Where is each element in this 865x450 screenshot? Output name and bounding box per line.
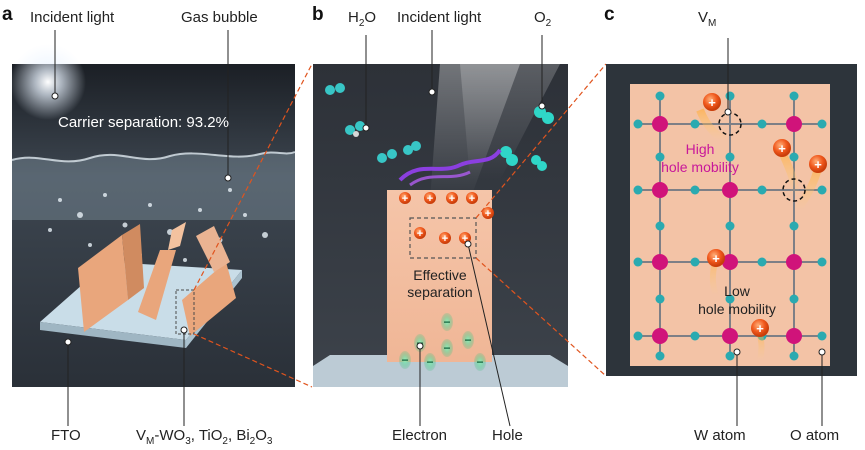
panel-label-a: a (2, 4, 13, 25)
incident-light-label-a: Incident light (30, 9, 115, 26)
effective-separation-label-1: Effective (413, 267, 467, 283)
hole-sign: + (427, 193, 433, 205)
electron-sign: − (443, 341, 450, 355)
w-atom (786, 116, 802, 132)
electron-sign: − (476, 355, 483, 369)
o2-label: O2 (534, 9, 552, 29)
low-mobility-label-1: Low (724, 283, 751, 299)
holes-c (703, 93, 827, 337)
hole-sign: + (756, 321, 764, 336)
hole-sign: + (778, 141, 786, 156)
hole-sign: + (708, 95, 716, 110)
electron-sign: − (401, 353, 408, 367)
electron-label: Electron (392, 427, 447, 444)
o-atom (817, 257, 827, 267)
o-atom (789, 152, 799, 162)
reaction-swirl (398, 148, 502, 182)
effective-region-box (409, 217, 477, 259)
w-atom (722, 254, 738, 270)
sun-glow (10, 44, 86, 120)
o-atom (690, 257, 700, 267)
o-atom (633, 257, 643, 267)
o-atom (725, 351, 735, 361)
electron-sign: − (443, 315, 450, 329)
semiconductor-plates (78, 222, 236, 336)
o-atom (690, 185, 700, 195)
low-mobility-label-2: hole mobility (698, 301, 776, 317)
o-atom (817, 185, 827, 195)
o-atom (633, 331, 643, 341)
substrate-b (313, 355, 568, 387)
panel-c: + + + + + c VM High hole mobility Low ho… (604, 4, 857, 444)
effective-separation-label-2: separation (407, 284, 472, 300)
lattice (633, 91, 827, 361)
o-atom (817, 331, 827, 341)
o-atom (655, 91, 665, 101)
carrier-separation-label: Carrier separation: 93.2% (58, 114, 229, 131)
w-atom-label: W atom (694, 427, 746, 444)
o-atom (757, 185, 767, 195)
high-mobility-label-2: hole mobility (661, 159, 739, 175)
hole-sign: + (462, 233, 468, 245)
w-atom (722, 182, 738, 198)
materials-label: VM-WO3, TiO2, Bi2O3 (136, 427, 273, 447)
semiconductor-slab (387, 190, 492, 362)
water-molecules (325, 83, 421, 163)
hole-sign: + (712, 251, 720, 266)
high-mobility-label-1: High (686, 141, 715, 157)
o-atom (655, 294, 665, 304)
w-atom (652, 328, 668, 344)
hole-sign: + (417, 228, 423, 240)
o-atom (757, 257, 767, 267)
vacancy-marker (782, 178, 806, 202)
gas-bubble-label: Gas bubble (181, 9, 258, 26)
o-atom (789, 221, 799, 231)
hole-sign: + (814, 157, 822, 172)
o-atom (633, 185, 643, 195)
plate-highlight-box (175, 289, 195, 335)
w-atom (652, 116, 668, 132)
panel-a: a Incident light Gas bubble Carrier sepa… (2, 4, 313, 447)
o-atom (789, 91, 799, 101)
o-atom (817, 119, 827, 129)
w-atom (652, 254, 668, 270)
holes-b (399, 192, 494, 244)
o-atom (725, 152, 735, 162)
vm-label: VM (698, 9, 716, 29)
panel-label-c: c (604, 4, 615, 25)
fto-label: FTO (51, 427, 81, 444)
water-surface (12, 152, 295, 220)
o-atom (633, 119, 643, 129)
hole-sign: + (449, 193, 455, 205)
o-atom (690, 331, 700, 341)
o-atom (690, 119, 700, 129)
o-atom (789, 294, 799, 304)
o-atom (757, 119, 767, 129)
o-atom (655, 152, 665, 162)
w-atom (786, 254, 802, 270)
panel-b: + + + + + + + + − − − − − − − (312, 4, 607, 444)
o-atom (725, 221, 735, 231)
o-atom-label: O atom (790, 427, 839, 444)
hole-sign: + (469, 193, 475, 205)
hole-label: Hole (492, 427, 523, 444)
incident-light-label-b: Incident light (397, 9, 482, 26)
w-atom (722, 328, 738, 344)
w-atom (652, 182, 668, 198)
w-atom (786, 328, 802, 344)
o-atom (655, 221, 665, 231)
o-atom (725, 91, 735, 101)
electron-sign: − (426, 355, 433, 369)
hole-sign: + (442, 233, 448, 245)
hole-sign: + (402, 193, 408, 205)
o-atom (789, 351, 799, 361)
o-atom (655, 351, 665, 361)
o-atom (725, 294, 735, 304)
hole-sign: + (485, 208, 491, 220)
panel-label-b: b (312, 4, 324, 25)
h2o-label: H2O (348, 9, 376, 29)
electron-sign: − (464, 333, 471, 347)
